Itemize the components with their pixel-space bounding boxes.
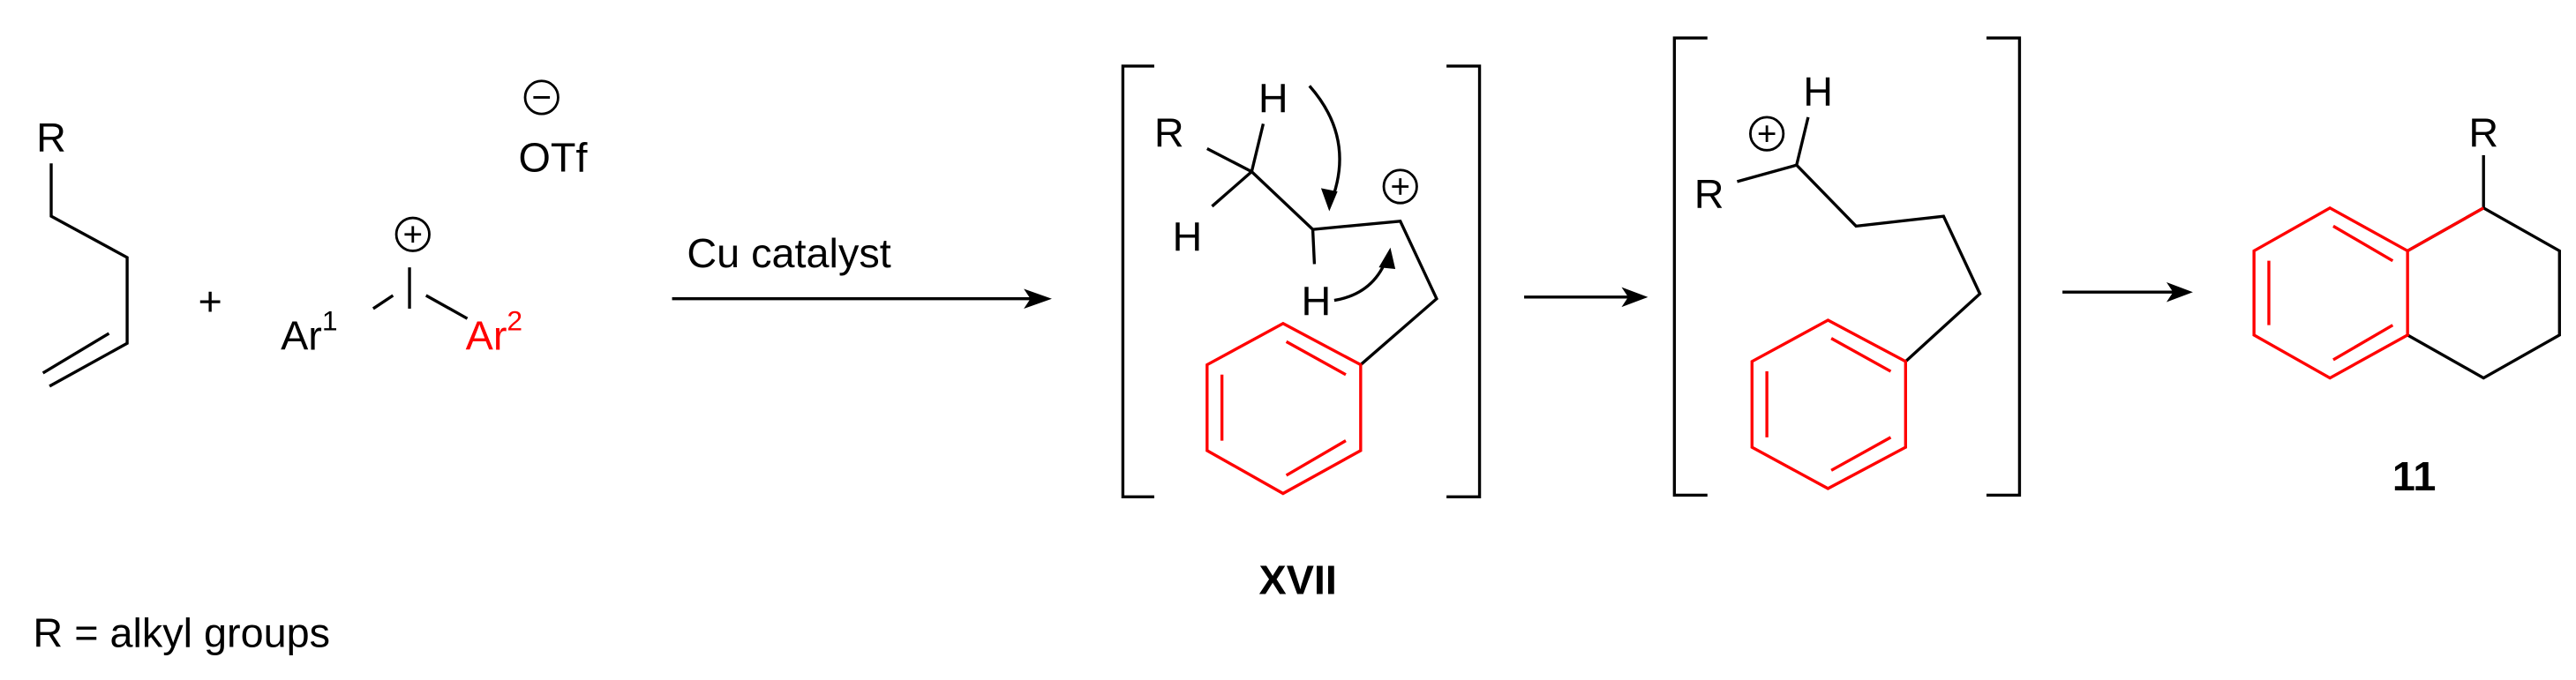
alkene-chain-bonds bbox=[49, 163, 129, 388]
right-bracket-2 bbox=[1986, 36, 2022, 497]
left-bracket bbox=[1121, 64, 1154, 498]
intermediate-xvii: R H H H XVII bbox=[1121, 64, 1482, 603]
int2-r-label: R bbox=[1694, 171, 1724, 217]
arrow-2-icon bbox=[1621, 287, 1648, 308]
footnote: R = alkyl groups bbox=[33, 610, 330, 656]
product-label: 11 bbox=[2392, 453, 2436, 499]
xvii-h-bottom: H bbox=[1301, 278, 1331, 324]
arrow-3-icon bbox=[2166, 282, 2193, 303]
hydride-shift-arrow bbox=[1308, 85, 1341, 207]
cu-catalyst-arrow: Cu catalyst bbox=[672, 230, 1052, 309]
negative-charge-icon bbox=[523, 79, 560, 116]
ar1-label: Ar1 bbox=[281, 304, 337, 358]
xvii-label: XVII bbox=[1259, 557, 1337, 603]
int2-h-label: H bbox=[1803, 69, 1833, 115]
iodonium-salt: OTf Ar1 Ar2 bbox=[281, 79, 589, 359]
right-bracket bbox=[1446, 64, 1482, 498]
alkene-reactant: R bbox=[36, 115, 129, 388]
xvii-positive-charge-icon bbox=[1382, 168, 1418, 205]
xvii-benzene-ring bbox=[1205, 321, 1363, 496]
intermediate-carbocation: H R bbox=[1672, 36, 2022, 497]
alkene-r-label: R bbox=[36, 115, 66, 161]
product-11: R 11 bbox=[2252, 110, 2561, 499]
otf-label: OTf bbox=[519, 135, 589, 181]
ar2-label: Ar2 bbox=[466, 304, 522, 358]
left-bracket-2 bbox=[1672, 36, 1708, 497]
plus-sign: + bbox=[199, 278, 222, 324]
xvii-h-top: H bbox=[1258, 75, 1288, 121]
product-benzene-ring bbox=[2252, 205, 2485, 380]
product-r-label: R bbox=[2468, 110, 2498, 156]
proton-shift-arrow bbox=[1333, 257, 1389, 303]
int2-positive-charge-icon bbox=[1749, 116, 1785, 152]
condition-label: Cu catalyst bbox=[687, 230, 890, 276]
alkene-double-bond bbox=[41, 332, 110, 375]
positive-charge-icon bbox=[394, 216, 431, 252]
xvii-r-label: R bbox=[1154, 110, 1184, 156]
int2-benzene-ring bbox=[1750, 318, 1907, 490]
xvii-h-left: H bbox=[1173, 213, 1203, 259]
arrow-head-icon bbox=[1024, 288, 1052, 309]
